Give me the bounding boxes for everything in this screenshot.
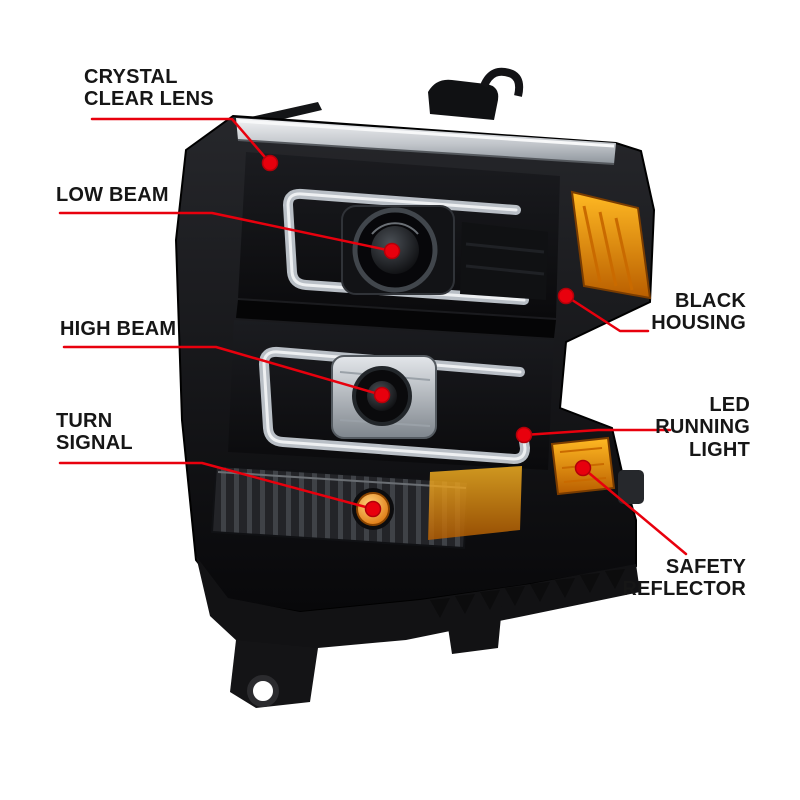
- led-drl-tube-lower: [258, 346, 531, 465]
- leader-line-safety-reflector: [581, 466, 688, 556]
- leader-dot-black-housing: [557, 287, 575, 305]
- mid-divider: [236, 300, 556, 338]
- leader-line-black-housing: [564, 294, 650, 333]
- callout-label-led-running-light: LED RUNNING LIGHT: [655, 394, 750, 461]
- chrome-trim: [236, 118, 616, 165]
- callout-label-crystal-clear-lens: CRYSTAL CLEAR LENS: [84, 66, 214, 111]
- mounting-bracket: [196, 556, 640, 708]
- callout-label-black-housing: BLACK HOUSING: [651, 290, 746, 335]
- leader-dot-high-beam: [373, 386, 391, 404]
- leader-line-high-beam: [62, 345, 384, 397]
- callout-label-high-beam: HIGH BEAM: [60, 318, 177, 340]
- callout-label-safety-reflector: SAFETY REFLECTOR: [622, 556, 746, 601]
- leader-line-low-beam: [58, 211, 394, 253]
- leader-line-crystal-clear-lens: [90, 117, 272, 165]
- callout-label-low-beam: LOW BEAM: [56, 184, 169, 206]
- leader-dot-crystal-clear-lens: [261, 154, 279, 172]
- turn-signal-reflector: [210, 464, 522, 550]
- leader-dot-low-beam: [383, 242, 401, 260]
- mounting-hole: [247, 675, 279, 707]
- led-drl-tube-upper: [282, 188, 529, 305]
- leader-dot-safety-reflector: [574, 459, 592, 477]
- amber-reflector-upper: [570, 190, 652, 300]
- bracket-teeth: [430, 569, 625, 618]
- upper-side-reflector: [460, 222, 548, 300]
- leader-dot-turn-signal: [364, 500, 382, 518]
- leader-line-turn-signal: [58, 461, 375, 511]
- leader-line-led-running-light: [522, 428, 672, 437]
- callout-label-turn-signal: TURN SIGNAL: [56, 410, 133, 455]
- wiring-connector: [618, 470, 644, 504]
- leader-dot-led-running-light: [515, 426, 533, 444]
